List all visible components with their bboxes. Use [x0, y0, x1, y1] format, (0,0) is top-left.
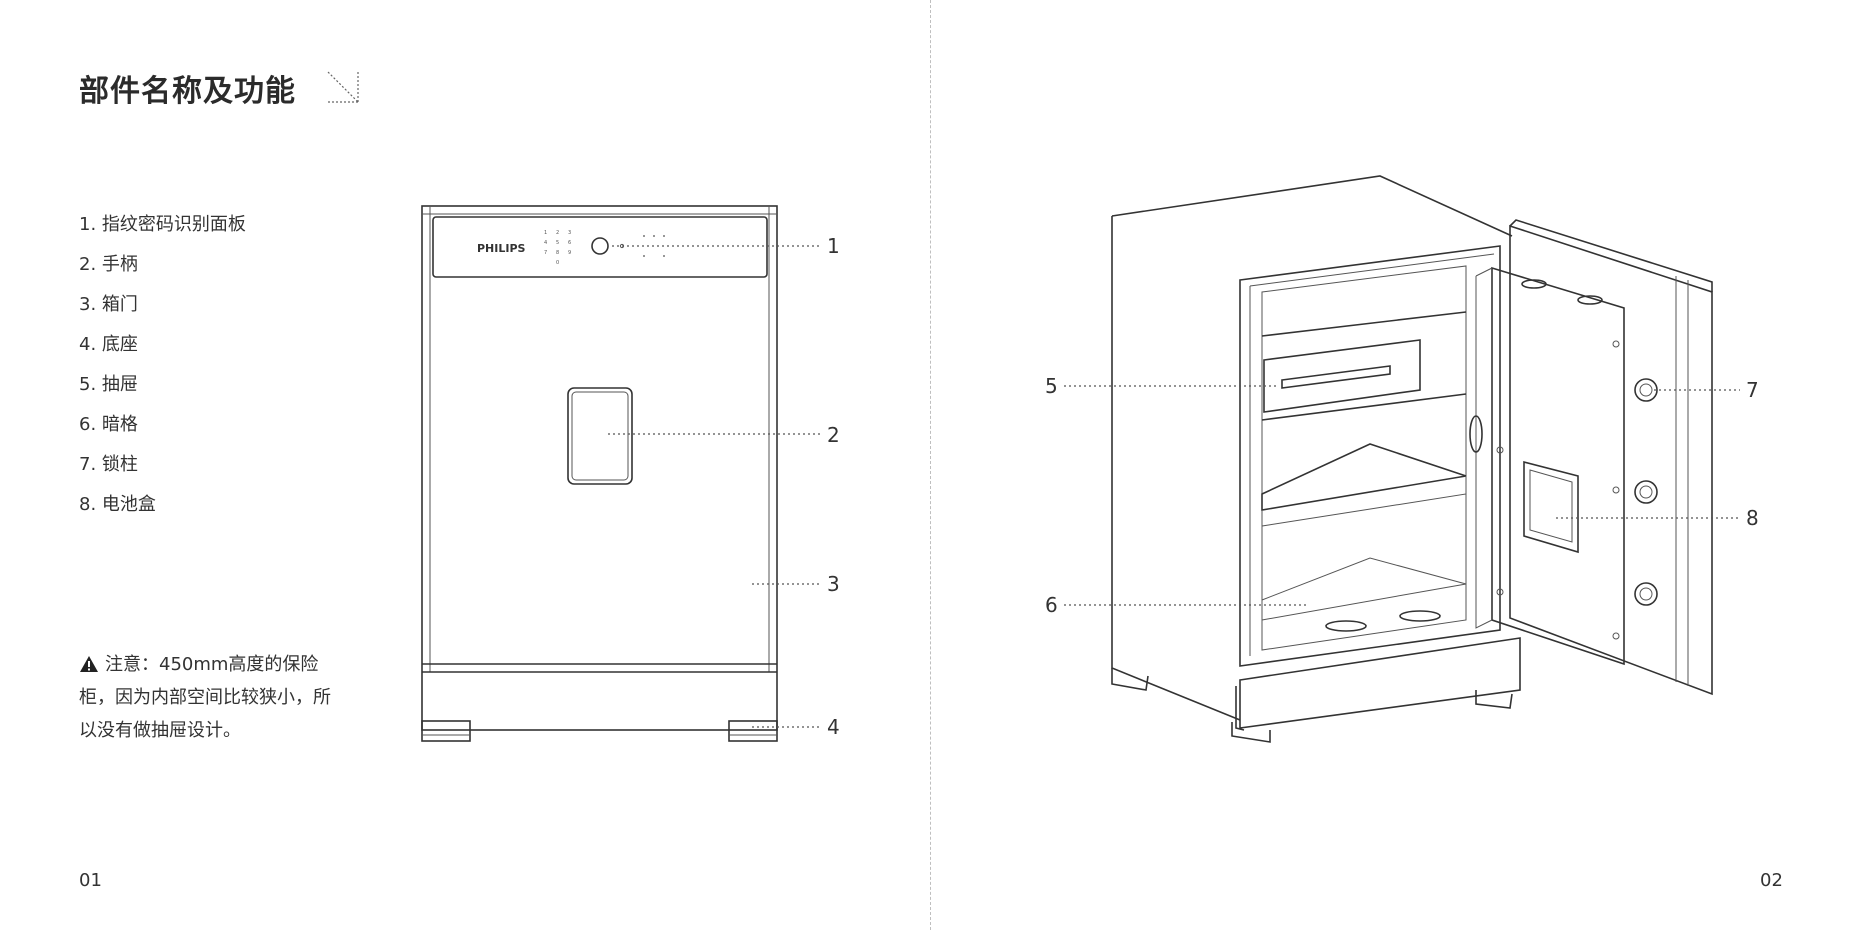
- handle: [568, 388, 632, 484]
- lock-bolt-inner: [1640, 486, 1652, 498]
- floor-hole: [1400, 611, 1440, 621]
- open-view-diagram: 5 6 7 8: [931, 0, 1860, 930]
- keypad-digit: 8: [556, 250, 559, 256]
- door-inner-edge: [1476, 268, 1492, 628]
- fingerprint-sensor: [592, 238, 608, 254]
- shelf-edge: [1262, 476, 1466, 526]
- front-foot: [1476, 690, 1512, 708]
- keypad-digit: 6: [568, 240, 571, 246]
- lock-bolt: [1635, 583, 1657, 605]
- brand-logo: PHILIPS: [477, 242, 526, 255]
- indicator-dot: [643, 255, 645, 257]
- callout-label: 3: [827, 572, 840, 596]
- left-foot: [1112, 668, 1148, 690]
- keypad-digit: 0: [556, 260, 559, 266]
- door-frame: [1240, 246, 1500, 666]
- callout-label: 8: [1746, 506, 1759, 530]
- right-page: 5 6 7 8: [931, 0, 1860, 930]
- lock-bolt-inner: [1640, 384, 1652, 396]
- safe-left-side: [1112, 216, 1240, 720]
- indicator-dot: [663, 255, 665, 257]
- door-inner-panel: [1492, 268, 1624, 664]
- keypad-digit: 1: [544, 230, 547, 236]
- indicator-dot: [643, 235, 645, 237]
- left-foot: [422, 721, 470, 741]
- lock-bolt: [1635, 481, 1657, 503]
- safe-door: [1510, 226, 1712, 694]
- front-view-diagram: PHILIPS 1 2 3 4 5 6 7 8 9 0 1 2 3: [0, 0, 930, 930]
- base: [1240, 638, 1520, 728]
- callout-label: 1: [827, 234, 840, 258]
- keypad-digit: 2: [556, 230, 559, 236]
- page-number: 01: [79, 870, 102, 891]
- left-page: 部件名称及功能 1. 指纹密码识别面板 2. 手柄 3. 箱门 4. 底座 5.…: [0, 0, 930, 930]
- indicator-dot: [653, 235, 655, 237]
- keypad-digit: 9: [568, 250, 571, 256]
- callout-label: 6: [1045, 593, 1058, 617]
- keypad-digit: 5: [556, 240, 559, 246]
- right-foot: [729, 721, 777, 741]
- floor-hole: [1326, 621, 1366, 631]
- rivet: [1613, 487, 1619, 493]
- hidden-compartment: [1262, 558, 1466, 620]
- safe-top: [1112, 176, 1512, 236]
- shelf: [1262, 444, 1466, 510]
- rivet: [1613, 341, 1619, 347]
- safe-body: [422, 206, 777, 730]
- drawer-pull: [1282, 366, 1390, 388]
- page-number: 02: [1760, 870, 1783, 891]
- callout-label: 5: [1045, 374, 1058, 398]
- callout-label: 2: [827, 423, 840, 447]
- battery-box-inner: [1530, 470, 1572, 542]
- frame-edge: [1250, 254, 1494, 286]
- indicator-dot: [663, 235, 665, 237]
- rivet: [1613, 633, 1619, 639]
- callout-label: 4: [827, 715, 840, 739]
- handle-inner: [572, 392, 628, 480]
- callout-label: 7: [1746, 378, 1759, 402]
- drawer-top: [1262, 312, 1466, 336]
- lock-bolt-inner: [1640, 588, 1652, 600]
- lock-bolt: [1635, 379, 1657, 401]
- keypad-digit: 4: [544, 240, 547, 246]
- keypad-digit: 3: [568, 230, 571, 236]
- keypad-digit: 7: [544, 250, 547, 256]
